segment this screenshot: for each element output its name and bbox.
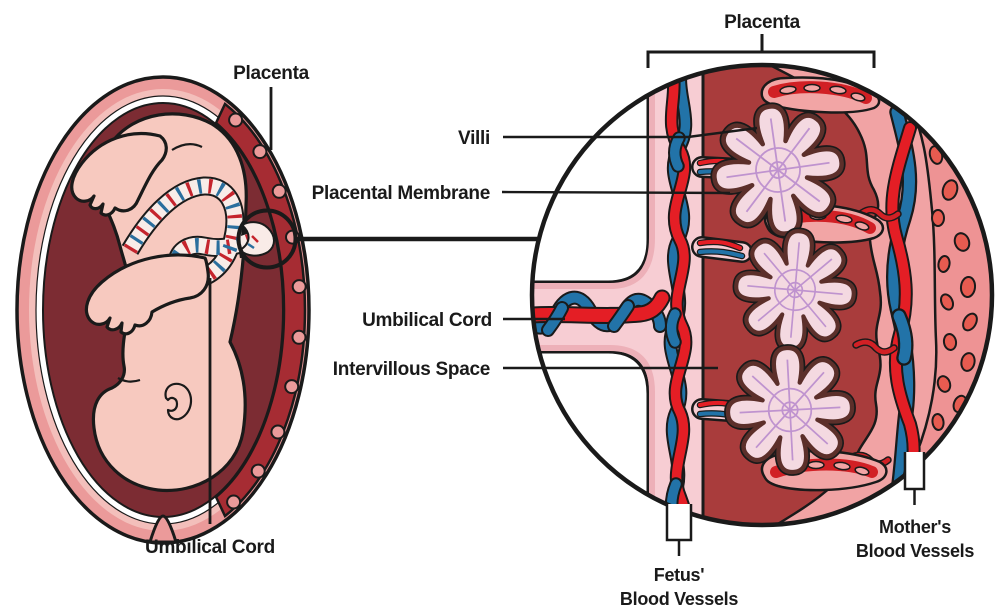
insertion-vein <box>247 242 255 250</box>
fetus-leg <box>70 131 168 217</box>
mothers-vessels-marker <box>903 452 926 505</box>
micro-view-ring <box>529 62 995 528</box>
magnifier-lens <box>236 208 298 270</box>
villus-3 <box>725 345 855 475</box>
fetus-arm <box>84 253 210 336</box>
fetus-crease-hip <box>171 143 203 151</box>
label-umbilical-cord-right: Umbilical Cord <box>362 310 492 331</box>
umbilical-cord-vessels <box>532 289 671 337</box>
insertion-artery <box>251 235 259 243</box>
annotation-layer: Placenta Umbilical Cord Placenta Villi P… <box>145 12 975 609</box>
cervix-notch <box>147 514 179 544</box>
label-mothers-vessels-1: Mother's <box>879 517 951 537</box>
amnion-strip-top <box>532 65 655 289</box>
fetal-vessels-plate <box>657 65 697 525</box>
cord-insertion <box>238 221 275 257</box>
label-intervillous-space: Intervillous Space <box>333 359 490 380</box>
fetus-vessels-marker <box>665 504 693 556</box>
label-placental-membrane: Placental Membrane <box>312 183 490 204</box>
amnion-strip-bottom <box>532 345 655 525</box>
micro-view <box>529 62 995 528</box>
leader-villi <box>503 126 758 139</box>
womb-diagram <box>15 75 311 545</box>
label-villi: Villi <box>458 128 490 149</box>
label-placenta-left: Placenta <box>233 63 309 84</box>
label-mothers-vessels-2: Blood Vessels <box>856 541 974 561</box>
septum-1 <box>760 76 881 114</box>
fetus-mouth <box>117 377 141 383</box>
label-umbilical-cord-left: Umbilical Cord <box>145 537 275 558</box>
fetus-ear <box>164 382 193 421</box>
label-fetus-vessels-2: Blood Vessels <box>620 589 738 609</box>
chorionic-plate <box>532 65 705 525</box>
label-placenta-right: Placenta <box>724 12 800 33</box>
leader-placental-membrane <box>501 190 731 195</box>
label-fetus-vessels-1: Fetus' <box>654 565 705 585</box>
placenta-bracket <box>646 34 876 68</box>
